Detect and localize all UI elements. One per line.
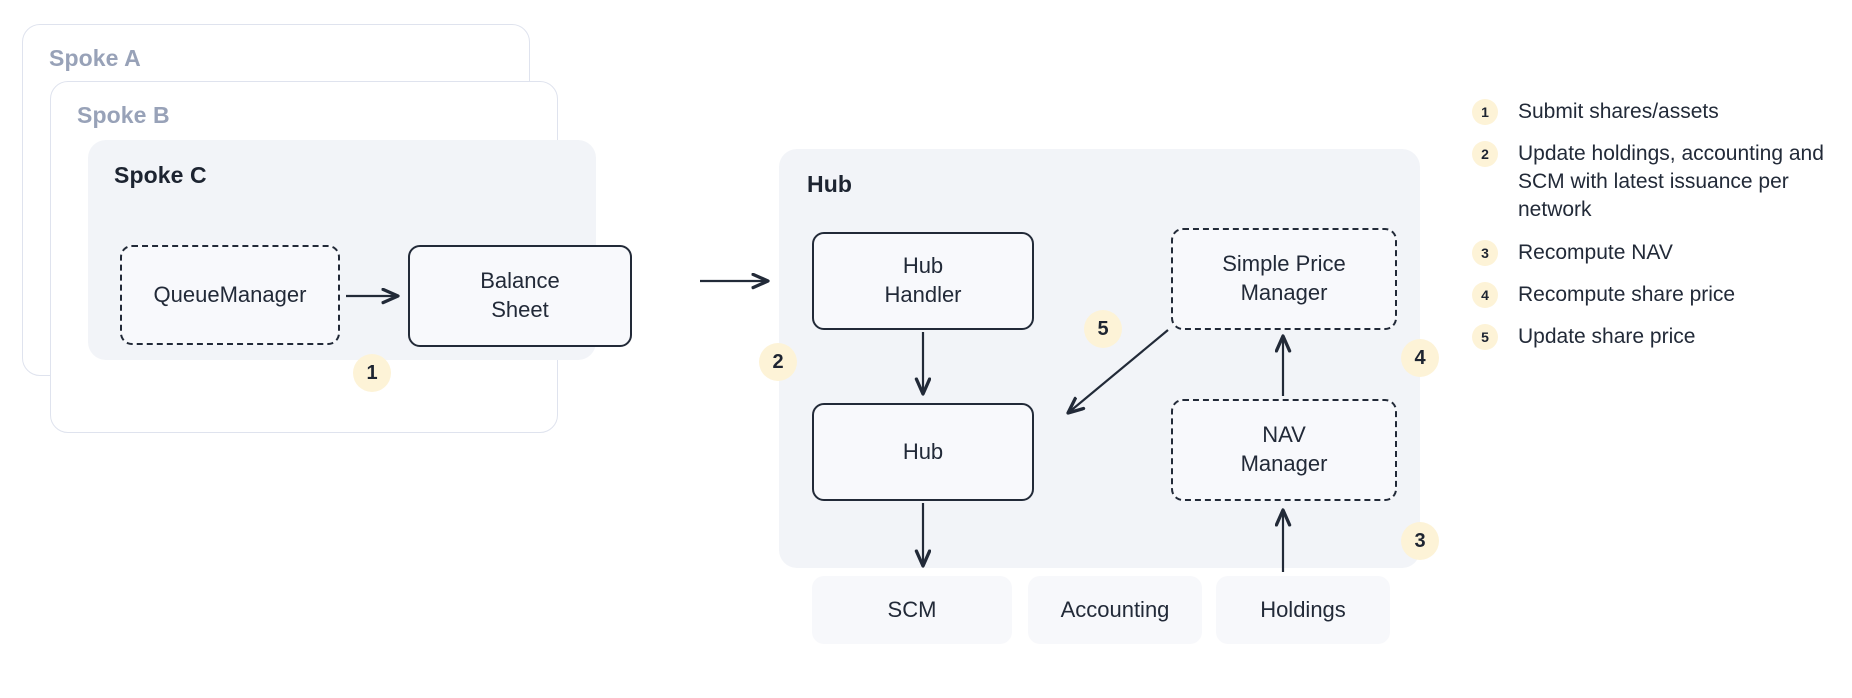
hub-group: Hub [779, 149, 1420, 568]
step-badge-1: 1 [353, 354, 391, 392]
legend-badge-2: 2 [1472, 141, 1498, 168]
step-badge-4: 4 [1401, 339, 1439, 377]
legend-item: 5 Update share price [1472, 323, 1832, 351]
legend-text-4: Recompute share price [1518, 282, 1736, 306]
node-accounting[interactable]: Accounting [1028, 576, 1202, 644]
hub-group-title: Hub [807, 171, 853, 197]
node-queue-manager[interactable]: QueueManager [120, 245, 340, 345]
node-holdings[interactable]: Holdings [1216, 576, 1390, 644]
node-scm-label: SCM [887, 596, 937, 622]
legend-badge-1: 1 [1472, 99, 1498, 125]
step-badge-5: 5 [1084, 310, 1122, 348]
node-hub-handler-label: Hub Handler [884, 253, 962, 307]
node-hub-handler[interactable]: Hub Handler [812, 232, 1034, 330]
legend-text-1: Submit shares/assets [1518, 100, 1719, 123]
legend-item: 2 Update holdings, accounting and SCM wi… [1472, 140, 1832, 224]
spoke-b-title: Spoke B [77, 102, 170, 128]
node-nav-manager[interactable]: NAV Manager [1171, 399, 1397, 501]
node-scm[interactable]: SCM [812, 576, 1012, 644]
legend-text-5: Update share price [1518, 324, 1696, 348]
spoke-c-title: Spoke C [114, 162, 207, 188]
node-queue-manager-label: QueueManager [153, 281, 307, 307]
node-simple-price-manager[interactable]: Simple Price Manager [1171, 228, 1397, 330]
spoke-a-title: Spoke A [49, 45, 141, 71]
step-badge-2: 2 [759, 343, 797, 381]
node-hub[interactable]: Hub [812, 403, 1034, 501]
node-simple-price-manager-label: Simple Price Manager [1222, 251, 1346, 305]
node-holdings-label: Holdings [1260, 596, 1346, 622]
legend-badge-3: 3 [1472, 239, 1498, 266]
node-balance-sheet-label: Balance Sheet [480, 268, 560, 322]
node-accounting-label: Accounting [1060, 596, 1170, 622]
node-nav-manager-label: NAV Manager [1240, 422, 1328, 476]
legend-item: 3 Recompute NAV [1472, 239, 1832, 267]
legend-badge-4: 4 [1472, 281, 1498, 308]
node-hub-label: Hub [902, 438, 944, 464]
legend-item: 1 Submit shares/assets [1472, 98, 1832, 126]
legend: 1 Submit shares/assets 2 Update holdings… [1472, 98, 1832, 365]
node-balance-sheet[interactable]: Balance Sheet [408, 245, 632, 347]
step-badge-3: 3 [1401, 522, 1439, 560]
legend-text-2: Update holdings, accounting and SCM with… [1518, 142, 1824, 222]
legend-item: 4 Recompute share price [1472, 281, 1832, 309]
legend-text-3: Recompute NAV [1518, 240, 1673, 264]
legend-badge-5: 5 [1472, 323, 1498, 350]
